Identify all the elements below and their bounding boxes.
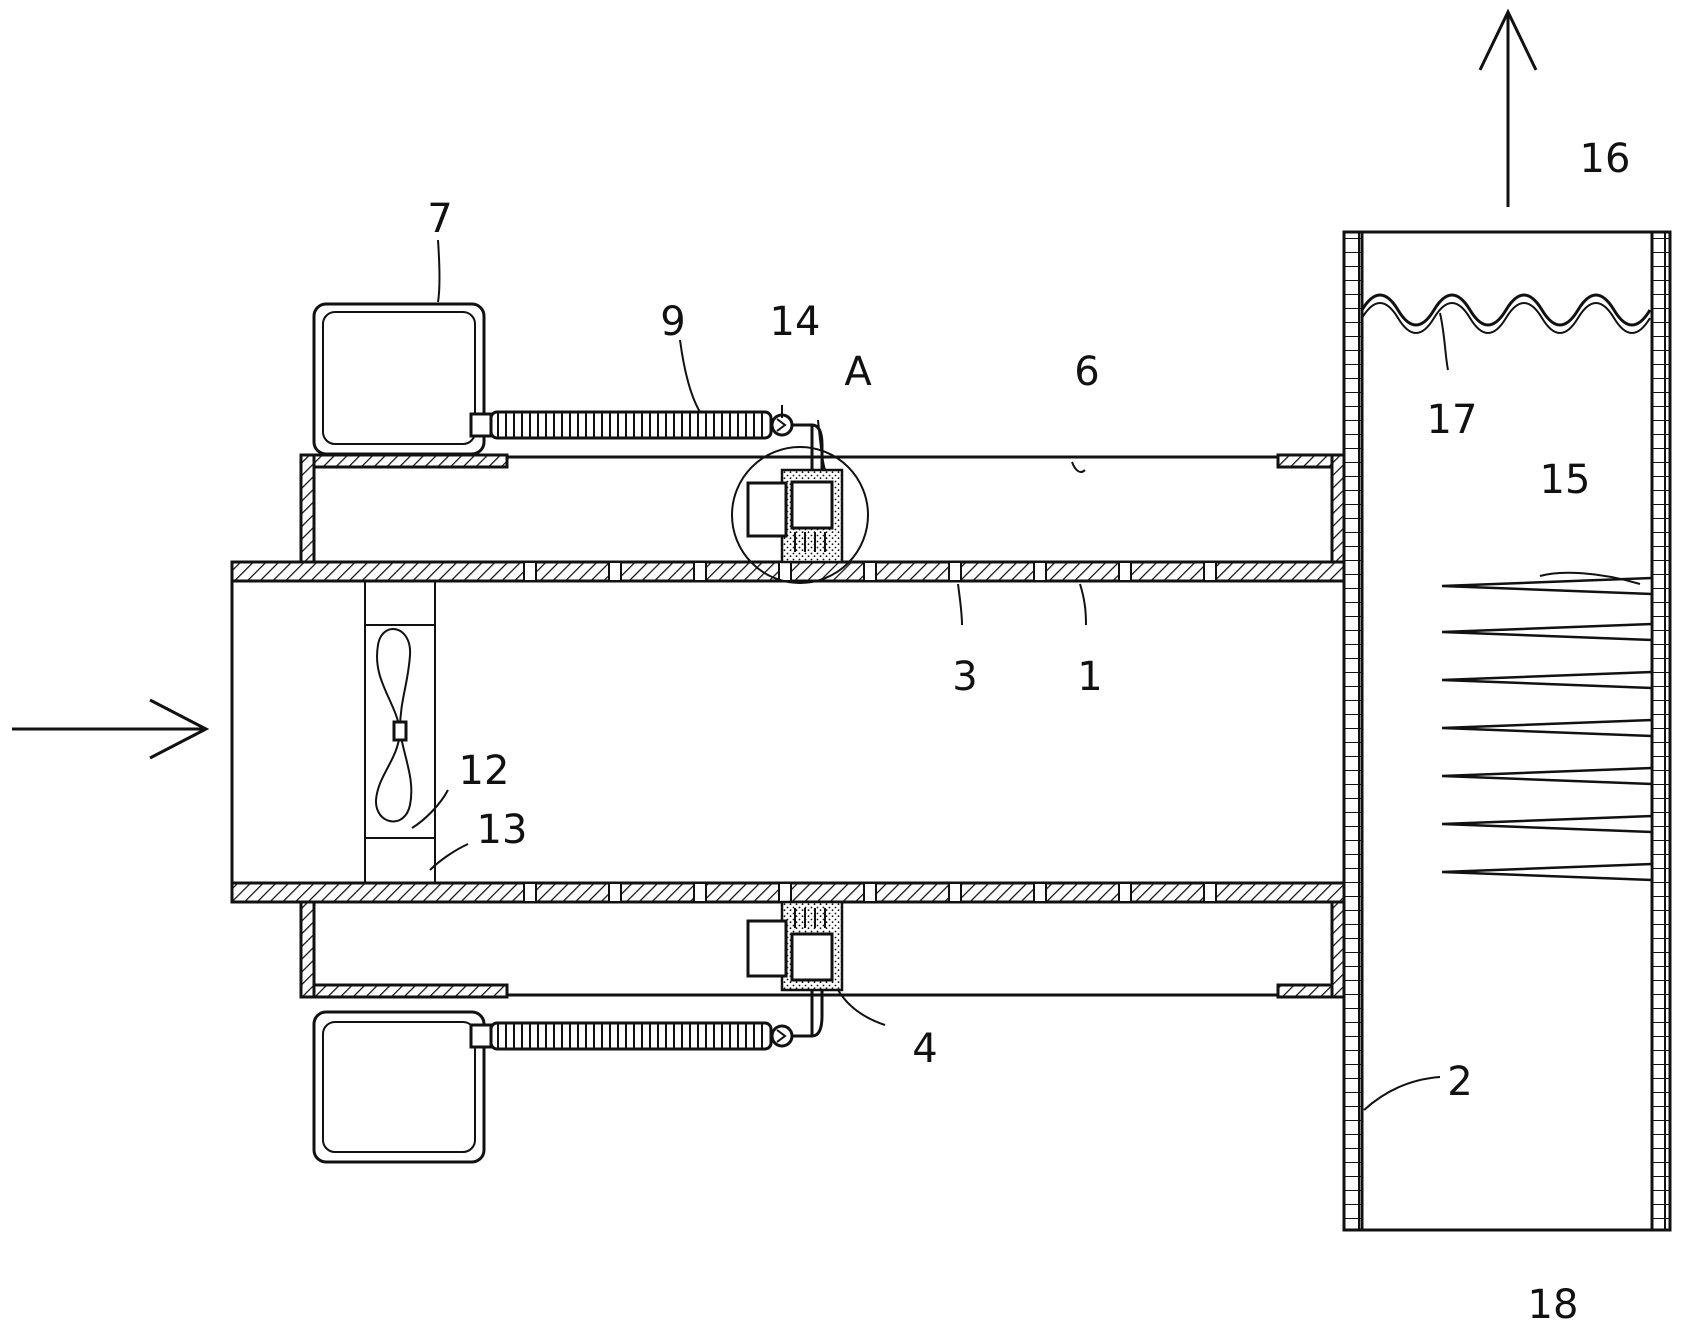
label-4: 4 xyxy=(912,1026,937,1072)
inlet-arrow xyxy=(12,698,210,760)
label-3: 3 xyxy=(952,654,977,700)
label-16: 16 xyxy=(1580,136,1631,182)
wavy-filter-inner xyxy=(1361,302,1651,334)
label-12: 12 xyxy=(459,748,510,794)
dosing-unit-top xyxy=(746,468,844,564)
check-valve-top xyxy=(770,413,794,437)
fan-housing xyxy=(364,580,436,884)
tank-bottom xyxy=(312,1010,486,1164)
label-9: 9 xyxy=(660,299,685,345)
leader-lines xyxy=(411,239,1641,1111)
label-17: 17 xyxy=(1427,397,1478,443)
tank-top xyxy=(312,302,486,456)
detail-circle xyxy=(731,446,869,584)
hose-bottom xyxy=(469,991,824,1051)
check-valve-bottom xyxy=(770,1024,794,1048)
pipe-perforations xyxy=(523,561,1217,903)
electrode-needles xyxy=(1441,576,1654,884)
label-7: 7 xyxy=(427,196,452,242)
label-18: 18 xyxy=(1528,1282,1579,1327)
label-A: A xyxy=(844,349,872,395)
dosing-unit-bottom xyxy=(746,900,844,992)
fan-icon xyxy=(374,628,413,823)
label-13: 13 xyxy=(477,807,528,853)
label-2: 2 xyxy=(1447,1059,1472,1105)
label-14: 14 xyxy=(770,299,821,345)
inner-pipe xyxy=(230,560,1362,904)
label-1: 1 xyxy=(1077,654,1102,700)
label-6: 6 xyxy=(1074,349,1099,395)
wavy-filter xyxy=(1360,293,1652,327)
outlet-arrow xyxy=(1478,8,1538,207)
label-15: 15 xyxy=(1540,457,1591,503)
